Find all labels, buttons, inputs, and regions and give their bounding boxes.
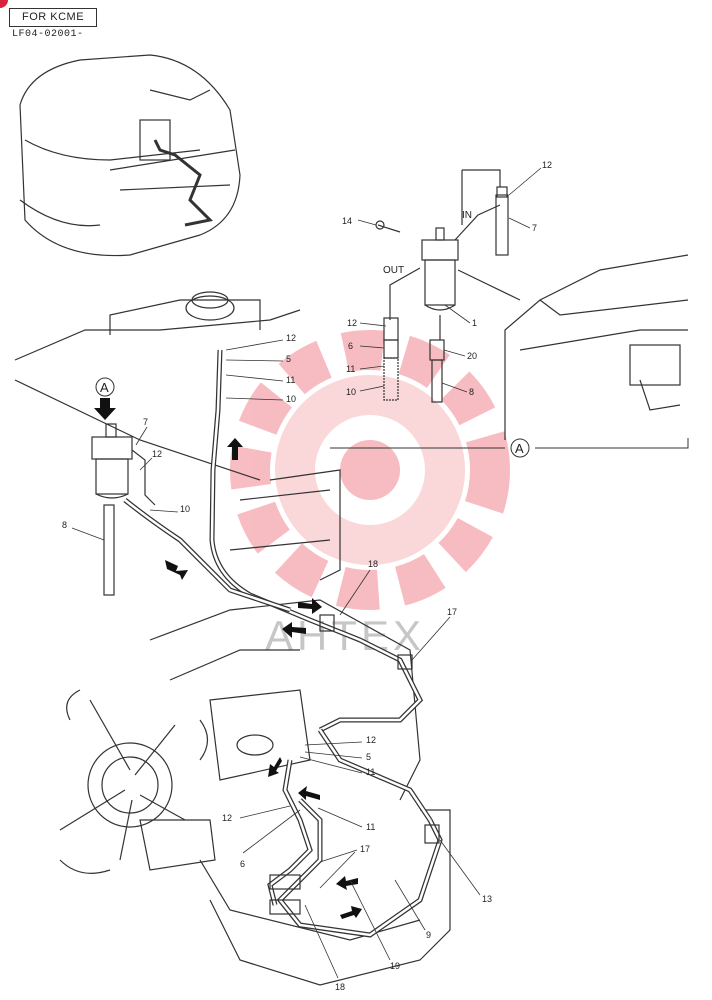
callout-17-lower: 17 — [360, 844, 370, 854]
callout-12-filter: 12 — [152, 449, 162, 459]
callout-18-top: 18 — [368, 559, 378, 569]
out-label: OUT — [383, 265, 404, 276]
callout-11-lower: 11 — [366, 767, 375, 777]
callout-12-lower: 12 — [366, 735, 376, 745]
callout-17-top: 17 — [447, 607, 457, 617]
in-label: IN — [462, 210, 472, 221]
view-a-marker — [95, 377, 115, 397]
callout-numbers: 7 12 10 8 12 5 11 10 18 17 12 5 11 12 11… — [62, 160, 552, 992]
callout-6-lower: 6 — [240, 859, 245, 869]
callout-13: 13 — [482, 894, 492, 904]
arrow-right-3 — [340, 906, 362, 919]
arrow-right-2 — [298, 598, 322, 614]
arrow-down-a — [94, 398, 116, 420]
detail-frame — [330, 438, 689, 458]
detail-callout-12-in: 12 — [542, 160, 552, 170]
arrow-up-hose — [227, 438, 243, 460]
flow-arrows — [94, 398, 362, 919]
detail-parts — [375, 169, 689, 440]
arrow-right-1 — [165, 560, 188, 580]
arrow-left-3 — [336, 876, 358, 890]
callout-11-top: 11 — [286, 375, 295, 385]
model-label: FOR KCME — [9, 8, 97, 27]
detail-marker: A — [515, 441, 524, 456]
callout-12-left: 12 — [222, 813, 232, 823]
corner-marker — [0, 0, 8, 8]
detail-callout-14: 14 — [342, 216, 352, 226]
machine-inset — [19, 54, 241, 257]
callout-19: 19 — [390, 961, 400, 971]
detail-callout-1: 1 — [472, 318, 477, 328]
callout-11-mid: 11 — [366, 822, 375, 832]
watermark-gear — [230, 330, 510, 610]
diagram-code: LF04-02001- — [12, 29, 84, 40]
leader-lines — [71, 167, 542, 979]
arrow-left-2 — [298, 786, 320, 800]
callout-7-filter: 7 — [143, 417, 148, 427]
callout-8: 8 — [62, 520, 67, 530]
arrow-down-2 — [268, 757, 282, 777]
arrow-left-1 — [282, 622, 306, 638]
callout-5-top: 5 — [286, 354, 291, 364]
detail-callout-7-in: 7 — [532, 223, 537, 233]
callout-10-top: 10 — [286, 394, 296, 404]
callout-5-lower: 5 — [366, 752, 371, 762]
callout-12-top: 12 — [286, 333, 296, 343]
detail-callout-8: 8 — [469, 387, 474, 397]
detail-callout-6: 6 — [348, 341, 353, 351]
callout-9: 9 — [426, 930, 431, 940]
detail-callout-11: 11 — [346, 364, 355, 374]
detail-callout-20: 20 — [467, 351, 477, 361]
detail-callout-12-out: 12 — [347, 318, 357, 328]
view-a-letter: A — [100, 380, 109, 395]
detail-callout-10: 10 — [346, 387, 356, 397]
engine-assembly — [14, 291, 451, 986]
callout-10-filter: 10 — [180, 504, 190, 514]
callout-18-bottom: 18 — [335, 982, 345, 992]
